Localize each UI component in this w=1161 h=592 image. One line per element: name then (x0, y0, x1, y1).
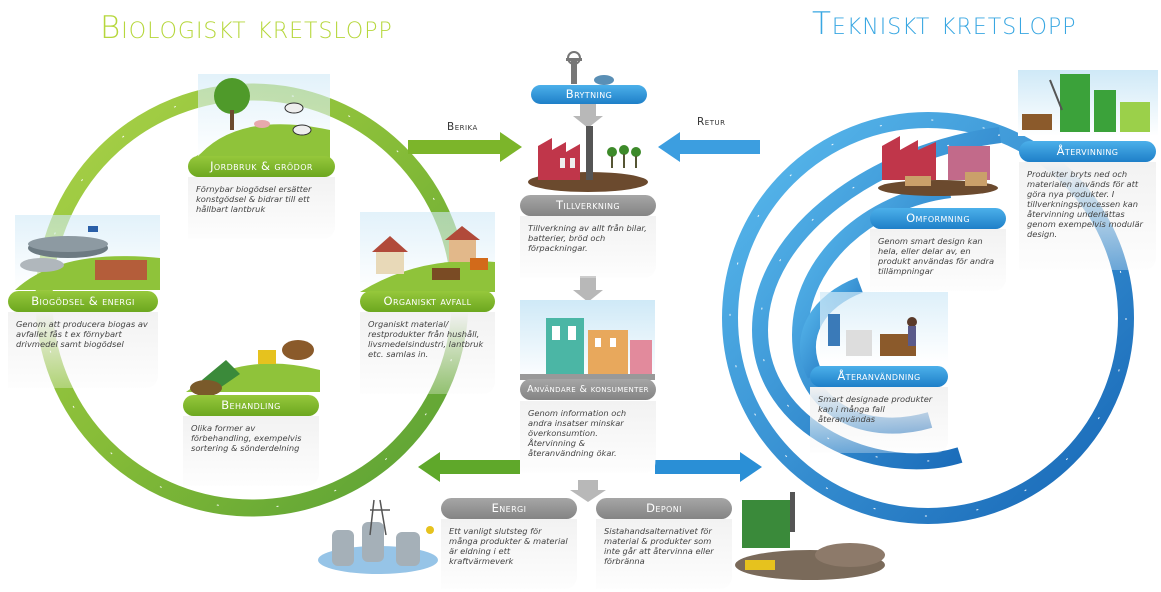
tech-cycle-title: Tekniskt kretslopp (812, 6, 1077, 42)
omformning-label: Omformning (870, 208, 1006, 229)
tillverkning-label: Tillverkning (520, 195, 656, 216)
landfill-illustration (735, 492, 885, 580)
retur-arrow (658, 132, 760, 162)
berika-arrow (408, 132, 522, 162)
brytning-label: Brytning (531, 85, 647, 104)
organic-waste-illustration (360, 212, 495, 292)
atervinning-description: Produkter bryts ned och materialen använ… (1019, 162, 1156, 270)
recycling-plant-illustration (1018, 70, 1158, 136)
reshaping-factory-illustration (878, 136, 998, 196)
jordbruk-description: Förnybar biogödsel ersätter konstgödsel … (188, 177, 335, 239)
ateranvandning-label: Återanvändning (810, 366, 948, 387)
power-plant-illustration (318, 499, 438, 574)
deponi-description: Sistahandsalternativet för material & pr… (596, 519, 732, 589)
mine-illustration (566, 51, 614, 85)
omformning-description: Genom smart design kan hela, eller delar… (870, 229, 1006, 291)
organiskt-avfall-label: Organiskt avfall (360, 291, 495, 312)
treatment-illustration (186, 340, 320, 396)
energi-label: Energi (441, 498, 577, 519)
factory-illustration (528, 126, 648, 192)
flow-down-arrows (570, 104, 606, 502)
organiskt-avfall-description: Organiskt material/ restprodukter från h… (360, 312, 495, 394)
farm-illustration (190, 74, 330, 160)
behandling-description: Olika former av förbehandling, exempelvi… (183, 416, 319, 486)
anvandare-description: Genom information och andra insatser min… (520, 401, 656, 473)
bio-cycle-title: Biologiskt kretslopp (100, 10, 393, 46)
bottom-right-arrow (655, 452, 762, 482)
behandling-label: Behandling (183, 395, 319, 416)
biogodsel-label: Biogödsel & energi (8, 291, 158, 312)
ateranvandning-description: Smart designade produkter kan i många fa… (810, 387, 948, 453)
jordbruk-label: Jordbruk & grödor (188, 156, 335, 177)
energi-description: Ett vanligt slutsteg för många produkter… (441, 519, 577, 589)
atervinning-label: Återvinning (1019, 141, 1156, 162)
tillverkning-description: Tillverkning av allt från bilar, batteri… (520, 216, 656, 278)
biogodsel-description: Genom att producera biogas av avfallet f… (8, 312, 158, 388)
bottom-left-arrow (418, 452, 520, 482)
repair-shop-illustration (820, 292, 948, 362)
city-illustration (520, 300, 655, 382)
berika-label: Berika (447, 121, 478, 133)
deponi-label: Deponi (596, 498, 732, 519)
retur-label: Retur (697, 116, 726, 128)
biogas-plant-illustration (15, 215, 160, 290)
anvandare-label: Användare & konsumenter (520, 379, 656, 400)
